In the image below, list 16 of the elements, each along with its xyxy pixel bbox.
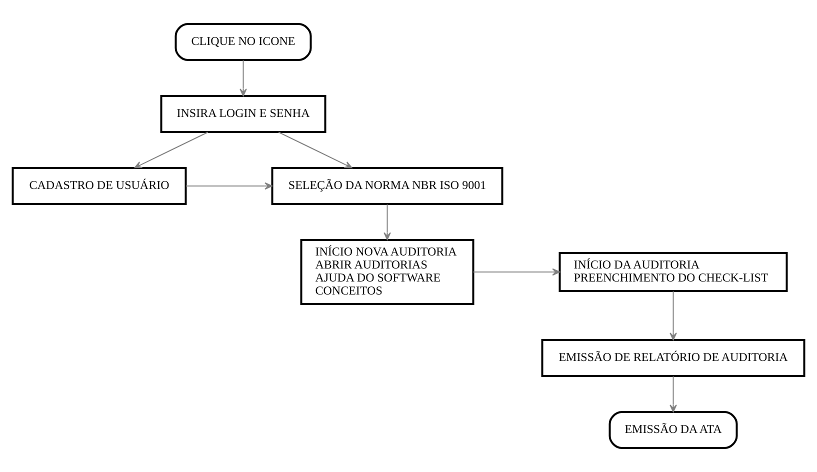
node-box: EMISSÃO DA ATA [608, 411, 738, 449]
node-box: CADASTRO DE USUÁRIO [12, 167, 187, 205]
arrow [278, 132, 352, 168]
node-box: INSIRA LOGIN E SENHA [160, 95, 326, 133]
arrow [240, 60, 247, 96]
node-box: INÍCIO NOVA AUDITORIA ABRIR AUDITORIAS AJUDA DO SOFTWARE CONCEITOS [300, 239, 474, 305]
node-box: SELEÇÃO DA NORMA NBR ISO 9001 [271, 167, 504, 205]
arrow [472, 268, 560, 276]
node-box: INÍCIO DA AUDITORIA PREENCHIMENTO DO CHECK-LIST [558, 252, 788, 292]
arrow [384, 204, 391, 240]
arrow [670, 290, 677, 340]
node-box: EMISSÃO DE RELATÓRIO DE AUDITORIA [541, 339, 806, 377]
arrow [134, 132, 209, 168]
arrow [670, 376, 677, 412]
node-box: CLIQUE NO ICONE [174, 23, 312, 61]
arrow [185, 182, 272, 190]
